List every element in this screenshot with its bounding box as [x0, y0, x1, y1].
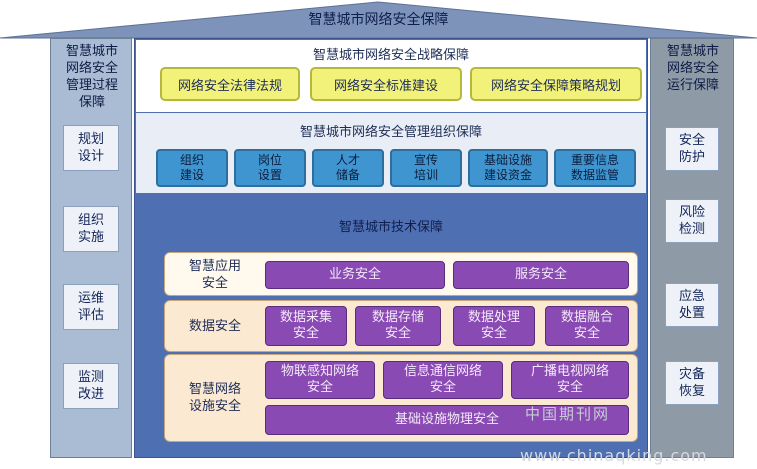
data-storage-box: 数据存储 安全: [355, 306, 441, 346]
left-item-improvement: 监测 改进: [63, 363, 119, 409]
watermark-cn: 中国期刊网: [525, 405, 611, 423]
layer-data-security: 数据安全 数据采集 安全 数据存储 安全 数据处理 安全 数据融合 安全: [164, 300, 638, 352]
management-item-organization: 组织 建设: [156, 149, 228, 187]
strategy-item-laws: 网络安全法律法规: [160, 67, 300, 101]
right-item-protection: 安全 防护: [665, 127, 719, 171]
ict-network-box: 信息通信网络 安全: [383, 361, 503, 399]
management-item-funding: 基础设施 建设资金: [468, 149, 548, 187]
business-security-box: 业务安全: [265, 261, 445, 289]
layer-data-label: 数据安全: [188, 319, 241, 334]
technology-title: 智慧城市技术保障: [338, 220, 443, 235]
left-item-implementation: 组织 实施: [63, 206, 119, 252]
physical-infrastructure-box: 基础设施物理安全: [265, 405, 629, 435]
management-item-talent: 人才 储备: [312, 149, 384, 187]
layer-application-label: 智慧应用 安全: [188, 259, 241, 291]
layer-application-security: 智慧应用 安全 业务安全 服务安全: [164, 252, 638, 296]
left-item-evaluation: 运维 评估: [63, 284, 119, 330]
iot-network-box: 物联感知网络 安全: [265, 361, 375, 399]
left-column-title: 智慧城市 网络安全 管理过程 保障: [65, 44, 118, 110]
management-title: 智慧城市网络安全管理组织保障: [299, 125, 482, 140]
data-collection-box: 数据采集 安全: [265, 306, 347, 346]
right-item-risk-detection: 风险 检测: [665, 199, 719, 243]
management-item-training: 宣传 培训: [390, 149, 462, 187]
management-item-positions: 岗位 设置: [234, 149, 306, 187]
data-processing-box: 数据处理 安全: [453, 306, 535, 346]
strategy-band: 智慧城市网络安全战略保障 网络安全法律法规 网络安全标准建设 网络安全保障策略规…: [136, 40, 646, 112]
management-band: 智慧城市网络安全管理组织保障 组织 建设 岗位 设置 人才 储备 宣传 培训 基…: [136, 113, 646, 193]
strategy-item-planning: 网络安全保障策略规划: [470, 67, 642, 101]
management-item-data-supervision: 重要信息 数据监管: [554, 149, 636, 187]
left-column-management-process: 智慧城市 网络安全 管理过程 保障 规划 设计 组织 实施 运维 评估 监测 改…: [50, 38, 132, 458]
right-column-title: 智慧城市 网络安全 运行保障: [666, 44, 719, 93]
strategy-title: 智慧城市网络安全战略保障: [312, 48, 469, 63]
right-item-recovery: 灾备 恢复: [665, 361, 719, 405]
right-column-operation: 智慧城市 网络安全 运行保障 安全 防护 风险 检测 应急 处置 灾备 恢复: [650, 38, 734, 458]
left-item-planning: 规划 设计: [63, 125, 119, 171]
right-item-emergency: 应急 处置: [665, 283, 719, 327]
main-title: 智慧城市网络安全保障: [308, 12, 449, 28]
layer-network-label: 智慧网络 设施安全: [188, 382, 241, 414]
service-security-box: 服务安全: [453, 261, 629, 289]
data-fusion-box: 数据融合 安全: [545, 306, 629, 346]
strategy-item-standards: 网络安全标准建设: [310, 67, 462, 101]
watermark-url: www.chinaqking.com: [520, 446, 708, 465]
layer-network-infrastructure: 智慧网络 设施安全 物联感知网络 安全 信息通信网络 安全 广播电视网络 安全 …: [164, 354, 638, 442]
broadcast-network-box: 广播电视网络 安全: [511, 361, 629, 399]
